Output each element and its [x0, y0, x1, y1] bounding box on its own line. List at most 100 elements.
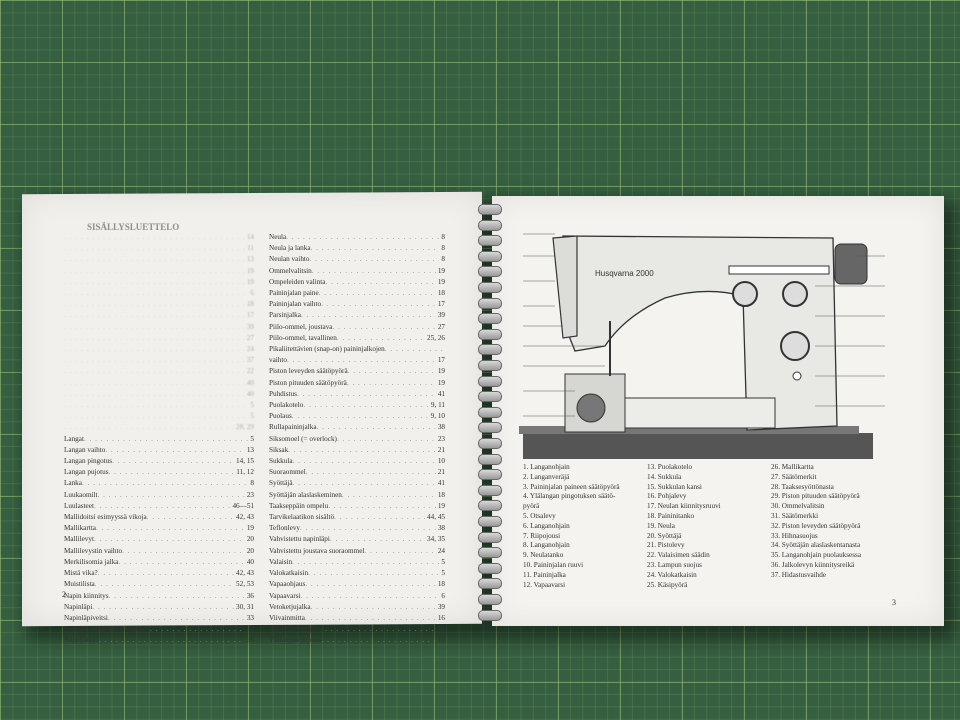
- legend-item: 17. Neulan kiinnitysruuvi: [647, 502, 721, 511]
- toc-leader: [64, 243, 245, 254]
- legend-item: 7. Riipojousi: [523, 531, 561, 540]
- spiral-coil: [478, 562, 502, 574]
- toc-entry-title: Puolakotelo: [269, 401, 304, 410]
- toc-entry-page: 36: [246, 636, 254, 645]
- spiral-coil: [478, 297, 502, 309]
- toc-row: Neula ja lanka8: [269, 243, 445, 254]
- toc-leader: [311, 243, 440, 254]
- toc-entry-title: Neula: [269, 233, 287, 241]
- toc-entry-title: Puhdistus: [269, 389, 297, 398]
- toc-entry-page: 25, 26: [427, 333, 445, 342]
- toc-entry-page: 10: [437, 457, 445, 466]
- toc-row: Vetoketjujalka39: [269, 602, 445, 613]
- toc-entry-page: 30, 31: [236, 602, 254, 611]
- toc-heading: SISÄLLYSLUETTELO: [87, 222, 180, 232]
- toc-entry-page: 18: [437, 289, 445, 298]
- toc-entry-title: Piilo-ommel, tavallinen: [269, 333, 337, 342]
- toc-entry-title: Luulasteet: [64, 501, 94, 510]
- toc-entry-page: 28, 29: [236, 423, 254, 432]
- toc-row: Piston pituuden säätöpyörä19: [269, 378, 445, 389]
- toc-leader: [82, 478, 248, 489]
- stitch-width-dial: [780, 331, 810, 361]
- toc-leader: [64, 322, 245, 333]
- spiral-coil: [478, 438, 502, 449]
- toc-entry-title: Ommelvalitsin: [269, 266, 312, 275]
- toc-leader: [322, 635, 436, 646]
- toc-leader: [96, 523, 245, 534]
- toc-entry-title: Ylälangan pingotus: [269, 625, 326, 634]
- toc-row: Mallidoitsi esimyyssä vikoja42, 43: [64, 512, 254, 523]
- legend-item: 25. Käsipyörä: [647, 580, 688, 589]
- right-page-number: 3: [892, 598, 896, 607]
- toc-row: Nappijalkka 36: [64, 635, 254, 646]
- toc-entry-title: Vapaavarsi: [269, 591, 301, 600]
- legend-item: 36. Jalkolevyn kiinnitysreikä: [771, 560, 855, 569]
- toc-row: Paininjalan vaihto17: [269, 299, 445, 310]
- toc-leader: [348, 366, 436, 377]
- legend-item: 12. Vapaavarsi: [523, 580, 566, 589]
- toc-row: Pikaliitettävien (snap-on) paininjalkoje…: [269, 344, 445, 355]
- legend-item: 35. Langanohjain puolauksessa: [771, 551, 862, 560]
- toc-row: 18: [64, 299, 254, 310]
- toc-leader: [64, 310, 245, 321]
- toc-entry-page: 8: [441, 244, 445, 253]
- toc-row: Siksomoel (= overlock)23: [269, 434, 445, 445]
- legend-item: 5. Otsalevy: [523, 511, 556, 520]
- legend-item: 29. Piston pituuden säätöpyörä: [771, 492, 860, 501]
- toc-entry-title: vaihto: [269, 356, 287, 365]
- legend-item: 20. Syöttäjä: [647, 531, 682, 540]
- toc-leader: [95, 579, 234, 590]
- handwheel: [834, 243, 868, 285]
- toc-entry-page: 44, 45: [427, 513, 445, 522]
- toc-entry-page: 24: [437, 546, 445, 555]
- toc-entry-title: Langan pingotus: [64, 457, 113, 466]
- toc-entry-title: Napinläpiveitsi: [64, 613, 108, 622]
- toc-entry-page: 19: [437, 501, 445, 510]
- toc-entry-page: 40: [246, 378, 254, 387]
- toc-row: Mallikartta19: [64, 523, 254, 534]
- toc-entry-page: 39: [437, 602, 445, 611]
- toc-entry-page: 19: [437, 266, 445, 275]
- toc-entry-page: 13: [246, 445, 254, 454]
- toc-row: Ompeleiden valinta19: [269, 277, 445, 288]
- legend-item: 8. Langanohjain: [523, 541, 570, 550]
- toc-entry-title: Rullapaininjalka: [269, 423, 317, 432]
- toc-entry-title: Suoraommel: [269, 468, 306, 477]
- toc-leader: [334, 512, 425, 523]
- toc-row: Napinläpiveitsi33: [64, 613, 254, 624]
- spiral-coil: [478, 500, 502, 512]
- toc-entry-page: 6: [441, 591, 445, 600]
- toc-row: Muistilista52, 53: [64, 579, 254, 590]
- toc-leader: [122, 546, 245, 557]
- toc-row: Lanka8: [64, 478, 254, 489]
- toc-entry-page: 8: [441, 255, 445, 264]
- legend-item: 32. Piston leveyden säätöpyörä: [771, 521, 861, 530]
- toc-entry-title: Nappijalkka: [64, 636, 100, 645]
- machine-base: [523, 433, 873, 459]
- toc-entry-page: 40: [246, 557, 254, 566]
- toc-row: 27: [64, 333, 254, 344]
- legend-item: 15. Sukkulan kansi: [647, 482, 702, 491]
- toc-leader: [303, 400, 429, 411]
- toc-leader: [94, 501, 231, 512]
- toc-leader: [319, 288, 436, 299]
- toc-entry-page: 23: [437, 434, 445, 443]
- legend-item: 26. Mallikartta: [771, 463, 814, 471]
- toc-row: Mallilevyt20: [64, 534, 254, 545]
- spiral-binding: [474, 196, 504, 626]
- toc-entry-title: Piilo-ommel, joustava: [269, 322, 333, 331]
- toc-leader: [310, 254, 440, 265]
- toc-entry-title: Pikaliitettävien (snap-on) paininjalkoje…: [269, 345, 385, 354]
- spiral-coil: [478, 609, 502, 621]
- toc-entry-page: 5: [250, 401, 254, 410]
- toc-row: Langat5: [64, 434, 254, 445]
- toc-leader: [64, 378, 245, 389]
- toc-entry-page: 17: [437, 356, 445, 365]
- toc-leader: [64, 333, 245, 344]
- toc-leader: [337, 333, 425, 344]
- spiral-coil: [478, 360, 502, 371]
- toc-row: Vahvistettu joustava suoraommel24: [269, 546, 445, 557]
- toc-entry-page: 12: [437, 636, 445, 645]
- toc-row: 37: [64, 355, 254, 366]
